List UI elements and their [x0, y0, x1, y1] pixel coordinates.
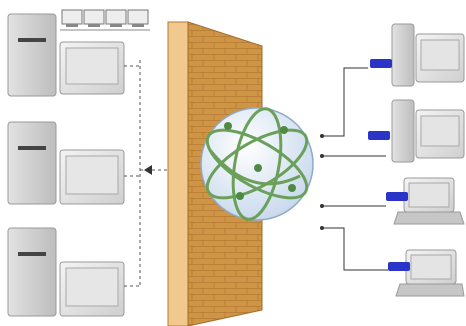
tower	[7, 13, 57, 97]
mini-monitor	[127, 9, 149, 27]
mini-monitor	[83, 9, 105, 27]
connector-dots	[320, 134, 324, 230]
left-dashed-connector	[124, 60, 170, 287]
tower	[391, 23, 415, 87]
mini-monitor	[105, 9, 127, 27]
right-desktop-2	[368, 99, 465, 163]
mini-monitors	[60, 9, 150, 31]
mini-monitor	[61, 9, 83, 27]
laptop-base	[395, 283, 465, 297]
right-connectors	[322, 67, 388, 271]
tower	[7, 121, 57, 205]
laptop-base	[393, 211, 465, 225]
remote-key-icon	[368, 131, 390, 140]
right-desktop-1	[370, 23, 465, 87]
right-laptop-1	[386, 177, 465, 225]
right-laptop-2	[388, 249, 465, 297]
flow-arrow-icon	[144, 165, 152, 175]
left-computer-3	[7, 227, 125, 317]
left-computer-2	[7, 121, 125, 205]
remote-key-icon	[386, 192, 408, 201]
tower	[391, 99, 415, 163]
remote-key-icon	[370, 59, 392, 68]
network-globe-icon	[200, 107, 314, 221]
tower	[7, 227, 57, 317]
remote-key-icon	[388, 262, 410, 271]
left-computer-1	[7, 13, 125, 97]
